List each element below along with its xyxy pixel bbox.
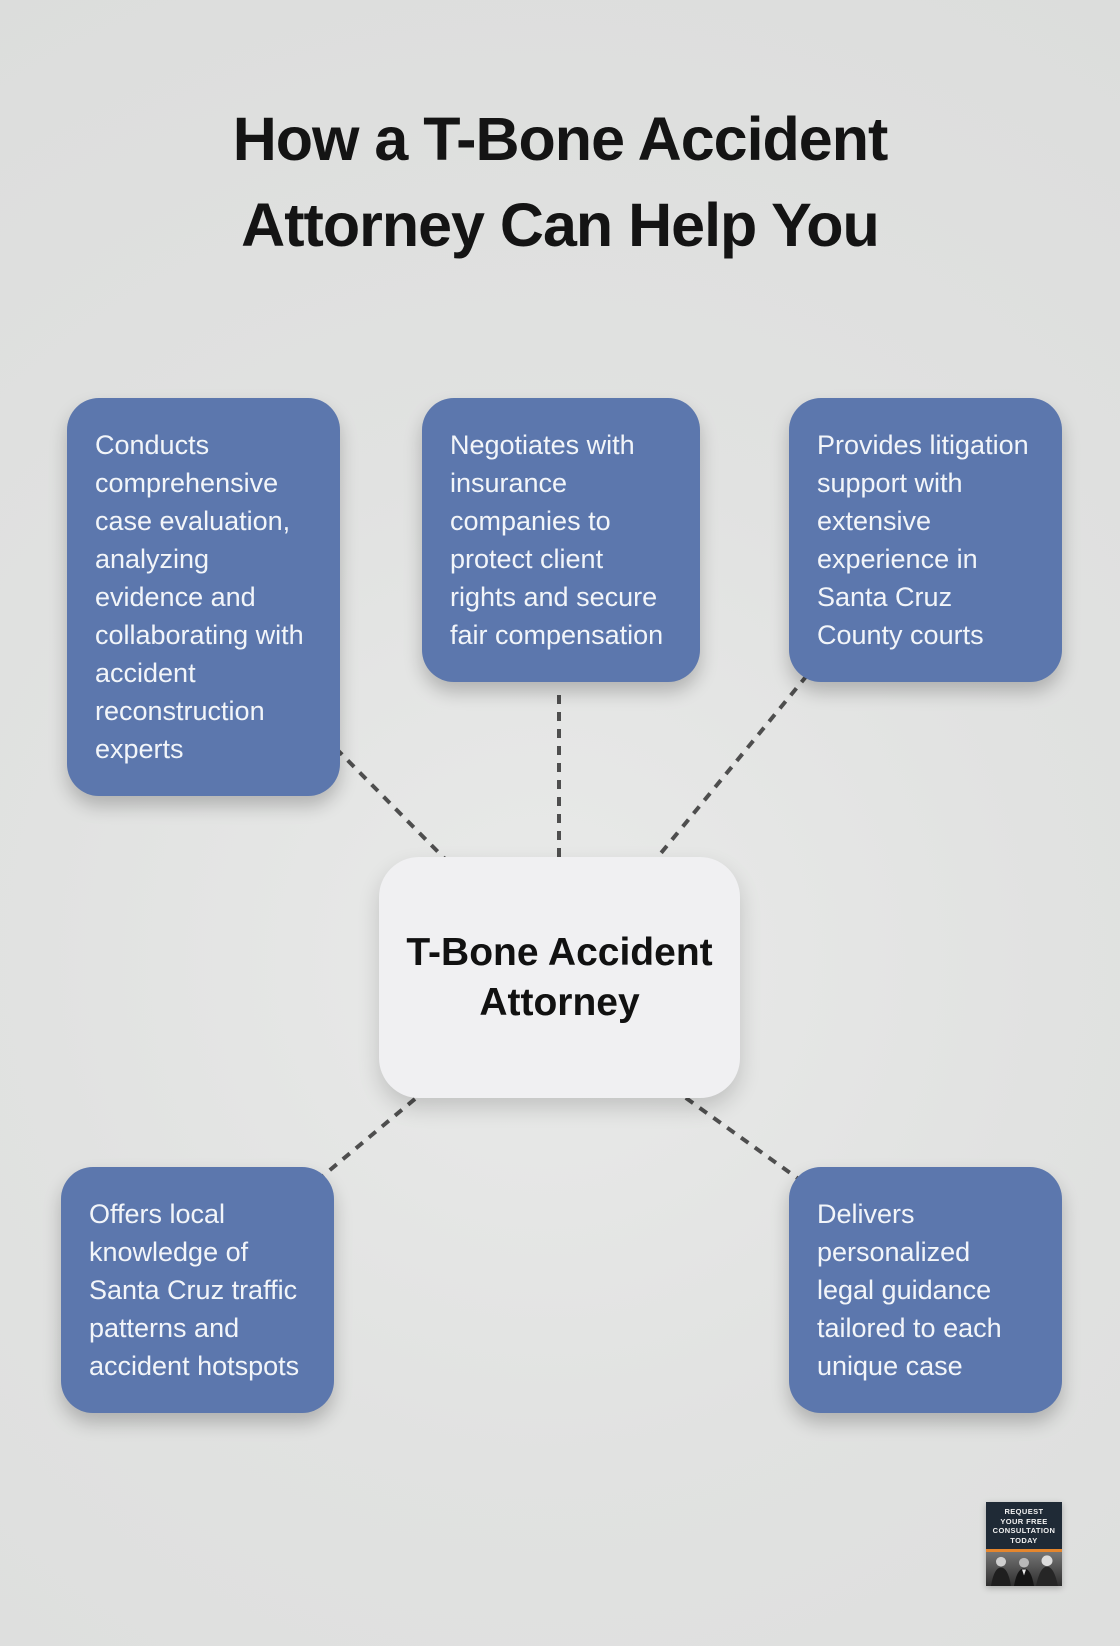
cta-line-4: TODAY xyxy=(1010,1535,1038,1545)
benefit-text-case-evaluation: Conducts comprehensive case evaluation, … xyxy=(95,430,304,764)
benefit-card-insurance-negotiation: Negotiates with insurance companies to p… xyxy=(422,398,700,682)
page-title-line-1: How a T-Bone Accident xyxy=(232,105,889,173)
benefit-card-local-knowledge: Offers local knowledge of Santa Cruz tra… xyxy=(61,1167,334,1413)
benefit-card-litigation-support: Provides litigation support with extensi… xyxy=(789,398,1062,682)
badge-divider xyxy=(986,1549,1062,1552)
cta-line-2: YOUR FREE xyxy=(1000,1516,1048,1526)
consultation-cta-text: REQUEST YOUR FREE CONSULTATION TODAY xyxy=(986,1502,1062,1549)
cta-line-3: CONSULTATION xyxy=(992,1526,1056,1535)
center-topic-line-2: Attorney xyxy=(479,980,640,1024)
page-title: How a T-Bone Accident Attorney Can Help … xyxy=(0,96,1120,268)
benefit-text-personalized-guidance: Delivers personalized legal guidance tai… xyxy=(817,1199,1002,1381)
page-title-line-2: Attorney Can Help You xyxy=(241,191,880,259)
cta-line-1: REQUEST xyxy=(1004,1507,1044,1516)
center-topic-line-1: T-Bone Accident xyxy=(406,930,713,974)
benefit-card-personalized-guidance: Delivers personalized legal guidance tai… xyxy=(789,1167,1062,1413)
benefit-card-case-evaluation: Conducts comprehensive case evaluation, … xyxy=(67,398,340,796)
connector-local-knowledge xyxy=(316,1086,430,1182)
consultation-cta-badge[interactable]: REQUEST YOUR FREE CONSULTATION TODAY xyxy=(986,1502,1062,1586)
connector-litigation xyxy=(650,660,820,866)
center-topic-card: T-Bone Accident Attorney xyxy=(379,857,740,1098)
attorneys-photo xyxy=(986,1552,1062,1586)
benefit-text-local-knowledge: Offers local knowledge of Santa Cruz tra… xyxy=(89,1199,300,1381)
connector-personal-guidance xyxy=(670,1086,802,1182)
benefit-text-insurance-negotiation: Negotiates with insurance companies to p… xyxy=(450,430,664,650)
benefit-text-litigation-support: Provides litigation support with extensi… xyxy=(817,430,1029,650)
